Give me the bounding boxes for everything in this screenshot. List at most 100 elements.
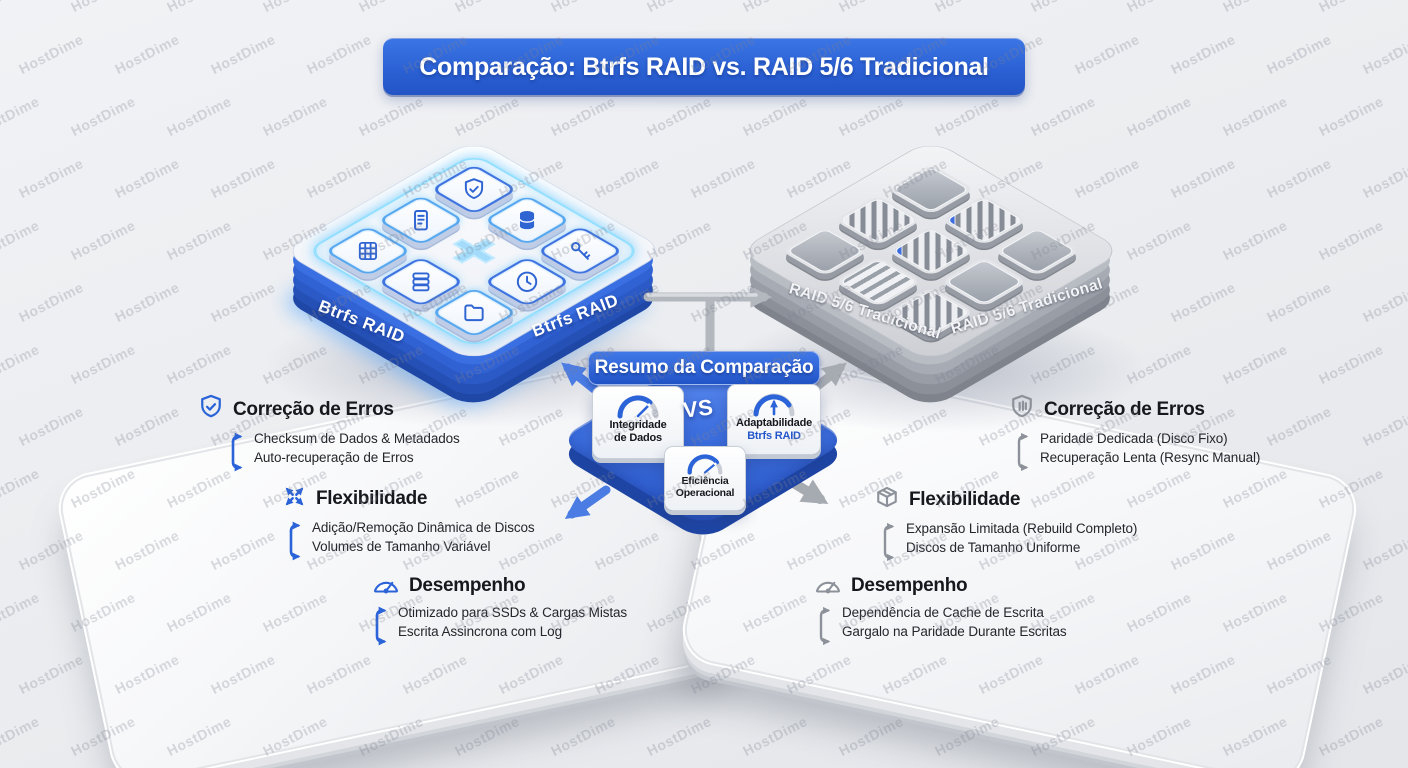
watermark-text: HostDime: [1316, 216, 1386, 264]
watermark-text: HostDime: [1264, 30, 1334, 78]
shield-check-icon: [197, 393, 225, 426]
watermark-text: HostDime: [1264, 402, 1334, 450]
watermark-text: HostDime: [1072, 154, 1142, 202]
watermark-text: HostDime: [1360, 154, 1408, 202]
watermark-text: HostDime: [16, 30, 86, 78]
watermark-text: HostDime: [644, 92, 714, 140]
list-item: Gargalo na Paridade Durante Escritas: [842, 624, 1067, 639]
section-flexibilidade-right: Flexibilidade Expansão Limitada (Rebuild…: [873, 483, 1137, 565]
watermark-text: HostDime: [0, 0, 42, 15]
shield-check-icon: [459, 174, 489, 204]
section-correcao-erros-left: Correção de Erros Checksum de Dados & Me…: [197, 393, 460, 475]
watermark-text: HostDime: [1220, 340, 1290, 388]
watermark-text: HostDime: [1316, 0, 1386, 15]
card-label: Integridade: [609, 419, 667, 431]
gauge-icon: [687, 454, 723, 475]
document-icon: [406, 205, 436, 235]
watermark-text: HostDime: [1124, 0, 1194, 15]
card-eficiencia: Eficiência Operacional: [664, 446, 746, 511]
watermark-text: HostDime: [208, 154, 278, 202]
clock-icon: [512, 267, 542, 297]
folder-icon: [459, 298, 489, 328]
watermark-text: HostDime: [740, 0, 810, 15]
watermark-text: HostDime: [0, 92, 42, 140]
watermark-text: HostDime: [644, 0, 714, 15]
key-tile: [536, 225, 624, 277]
watermark-text: HostDime: [68, 0, 138, 15]
watermark-text: HostDime: [208, 30, 278, 78]
watermark-text: HostDime: [16, 650, 86, 698]
watermark-text: HostDime: [1168, 30, 1238, 78]
branch-arrows-icon: [819, 606, 831, 646]
card-label: Eficiência: [681, 475, 729, 487]
watermark-text: HostDime: [112, 30, 182, 78]
list-item: Adição/Remoção Dinâmica de Discos: [312, 520, 535, 535]
watermark-text: HostDime: [112, 402, 182, 450]
watermark-text: HostDime: [688, 154, 758, 202]
folder-tile: [430, 287, 518, 338]
key-icon: [565, 236, 595, 266]
watermark-text: HostDime: [1124, 216, 1194, 264]
watermark-text: HostDime: [452, 0, 522, 15]
watermark-text: HostDime: [1316, 92, 1386, 140]
watermark-text: HostDime: [68, 216, 138, 264]
watermark-text: HostDime: [1168, 278, 1238, 326]
section-desempenho-right: Desempenho Dependência de Cache de Escri…: [813, 571, 1067, 649]
section-title: Correção de Erros: [1044, 398, 1205, 420]
watermark-text: HostDime: [836, 0, 906, 15]
branch-arrows-icon: [1017, 432, 1029, 472]
watermark-text: HostDime: [1360, 526, 1408, 574]
btrfs-platform-top: [280, 138, 668, 364]
watermark-text: HostDime: [112, 278, 182, 326]
gauge-icon: [617, 395, 659, 419]
watermark-text: HostDime: [260, 92, 330, 140]
page-title: Comparação: Btrfs RAID vs. RAID 5/6 Trad…: [383, 38, 1025, 95]
watermark-text: HostDime: [932, 0, 1002, 15]
circuit-cross-tile: [430, 226, 518, 277]
watermark-text: HostDime: [1264, 154, 1334, 202]
shield-icon: [1008, 393, 1036, 426]
watermark-text: HostDime: [0, 340, 42, 388]
watermark-text: HostDime: [164, 340, 234, 388]
speedometer-icon: [371, 571, 401, 600]
watermark-text: HostDime: [1220, 216, 1290, 264]
watermark-text: HostDime: [16, 154, 86, 202]
watermark-text: HostDime: [740, 712, 810, 760]
list-item: Expansão Limitada (Rebuild Completo): [906, 521, 1138, 536]
list-item: Otimizado para SSDs & Cargas Mistas: [398, 605, 628, 620]
list-item: Volumes de Tamanho Variável: [312, 539, 491, 554]
database-icon: [512, 205, 542, 235]
list-item: Checksum de Dados & Metadados: [254, 431, 460, 446]
watermark-text: HostDime: [112, 154, 182, 202]
watermark-text: HostDime: [1360, 402, 1408, 450]
card-label: Operacional: [675, 487, 735, 500]
gauge-up-icon: [753, 393, 795, 417]
section-title: Desempenho: [851, 574, 968, 596]
circuit-cross-icon: [452, 238, 496, 264]
section-correcao-erros-right: Correção de Erros Paridade Dedicada (Dis…: [1008, 393, 1260, 475]
card-label: de Dados: [614, 431, 662, 444]
watermark-text: HostDime: [1360, 278, 1408, 326]
branch-arrows-icon: [375, 606, 387, 646]
section-title: Correção de Erros: [233, 398, 394, 420]
section-title: Flexibilidade: [316, 488, 428, 509]
watermark-text: HostDime: [260, 0, 330, 15]
watermark-text: HostDime: [356, 0, 426, 15]
watermark-text: HostDime: [452, 712, 522, 760]
watermark-text: HostDime: [16, 402, 86, 450]
document-tile: [377, 194, 465, 246]
watermark-text: HostDime: [548, 0, 618, 15]
spreadsheet-tile: [324, 225, 412, 277]
watermark-text: HostDime: [164, 0, 234, 15]
list-item: Auto-recuperação de Erros: [254, 450, 414, 465]
watermark-text: HostDime: [164, 92, 234, 140]
card-label: Adaptabilidade: [735, 417, 813, 429]
clock-tile: [483, 256, 571, 308]
shield-tile: [430, 164, 518, 215]
expand-arrows-icon: [281, 483, 308, 515]
watermark-text: HostDime: [1316, 340, 1386, 388]
branch-arrows-icon: [289, 521, 301, 561]
watermark-text: HostDime: [1360, 650, 1408, 698]
watermark-text: HostDime: [0, 712, 42, 760]
